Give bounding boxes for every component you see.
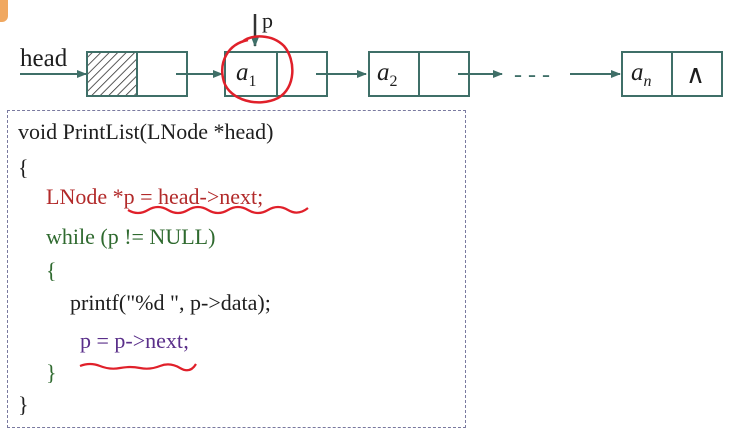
ellipsis-dashes: - - - bbox=[514, 62, 550, 88]
head-node bbox=[86, 51, 188, 97]
svg-text:a1: a1 bbox=[236, 59, 257, 90]
annotation-circle-a1 bbox=[221, 35, 294, 104]
node-an-subscript: n bbox=[644, 73, 652, 90]
head-label: head bbox=[20, 45, 68, 72]
code-line-4: while (p != NULL) bbox=[46, 224, 216, 249]
node-a1-letter: a bbox=[236, 59, 249, 86]
node-a2: a2 bbox=[368, 51, 470, 97]
svg-text:a2: a2 bbox=[377, 59, 398, 90]
node-an-letter: a bbox=[631, 59, 644, 86]
code-block bbox=[7, 110, 466, 428]
code-line-8: } bbox=[46, 360, 57, 385]
code-line-5: { bbox=[46, 258, 57, 283]
node-a2-subscript: 2 bbox=[390, 73, 398, 90]
code-line-9: } bbox=[18, 392, 29, 417]
node-a1-subscript: 1 bbox=[249, 73, 257, 90]
code-line-7: p = p->next; bbox=[80, 328, 190, 353]
node-an: an ∧ bbox=[621, 51, 723, 97]
annotation-underline-line7 bbox=[79, 362, 197, 372]
node-a1: a1 bbox=[224, 51, 328, 97]
p-pointer-label: p bbox=[262, 8, 273, 33]
svg-text:an: an bbox=[631, 59, 652, 90]
code-line-6: printf("%d ", p->data); bbox=[70, 290, 271, 315]
annotation-underline-line3 bbox=[127, 205, 309, 215]
code-line-2: { bbox=[18, 155, 29, 180]
null-symbol: ∧ bbox=[686, 60, 705, 90]
code-line-3: LNode *p = head->next; bbox=[46, 184, 264, 209]
code-line-1: void PrintList(LNode *head) bbox=[18, 119, 274, 144]
node-a2-letter: a bbox=[377, 59, 390, 86]
slide-corner-marker bbox=[0, 0, 8, 22]
